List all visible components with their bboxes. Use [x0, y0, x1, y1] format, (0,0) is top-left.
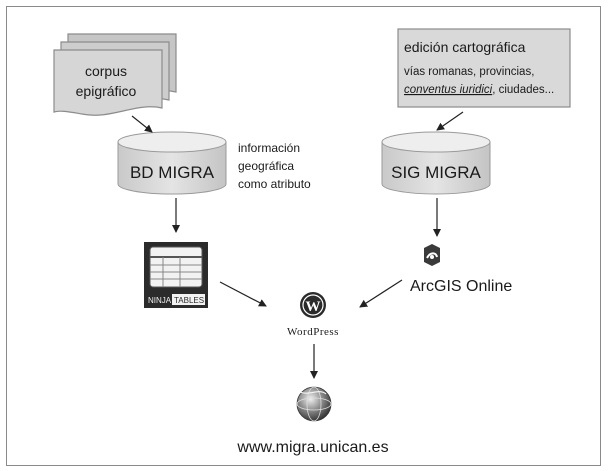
corpus-document-stack: corpus epigráfico [53, 33, 177, 116]
geo-attribute-note: información geográfica como atributo [238, 141, 311, 191]
bd-migra-label: BD MIGRA [130, 163, 215, 182]
arrow-cartographic-to-sig [436, 111, 464, 131]
cartographic-title: edición cartográfica [404, 39, 526, 55]
cartographic-edition-box: edición cartográfica vías romanas, provi… [397, 28, 571, 108]
conventus-iuridici-text: conventus iuridici [404, 84, 493, 96]
wordpress-icon: W WordPress [287, 292, 339, 338]
svg-text:W: W [306, 299, 321, 315]
site-url: www.migra.unican.es [236, 439, 388, 456]
ninja-tables-icon: NINJA TABLES [144, 242, 208, 308]
arrow-corpus-to-bd [131, 115, 153, 133]
geo-note-line2: geográfica [238, 159, 294, 173]
wordpress-label: WordPress [287, 326, 339, 338]
diagram-frame [6, 6, 601, 466]
corpus-label-line2: epigráfico [76, 83, 137, 99]
arrow-arcgis-to-wordpress [359, 279, 403, 308]
cartographic-line2: conventus iuridici, ciudades... [404, 84, 554, 96]
ninja-word: NINJA [148, 296, 172, 305]
geo-note-line1: información [238, 141, 300, 155]
cartographic-line2-rest: , ciudades... [492, 84, 554, 96]
bd-migra-database: BD MIGRA [117, 131, 227, 195]
sig-migra-label: SIG MIGRA [391, 163, 481, 182]
tables-word: TABLES [174, 296, 204, 305]
geo-note-line3: como atributo [238, 177, 311, 191]
cartographic-line1: vías romanas, provincias, [404, 66, 534, 78]
sig-migra-database: SIG MIGRA [381, 131, 491, 195]
arcgis-online-label: ArcGIS Online [410, 278, 512, 295]
globe-icon [296, 386, 332, 422]
arrow-ninja-to-wordpress [219, 281, 267, 307]
arcgis-online-icon: ArcGIS Online [410, 244, 512, 295]
corpus-label-line1: corpus [85, 63, 127, 79]
